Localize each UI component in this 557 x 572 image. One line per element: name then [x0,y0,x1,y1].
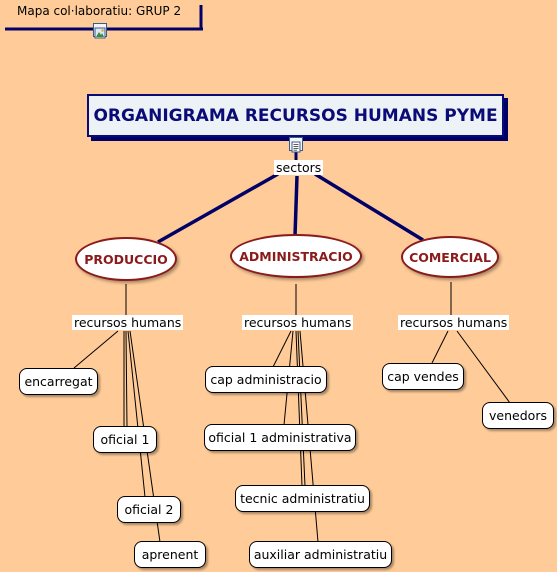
connector-rh1-oficial2 [127,330,146,498]
connector-sectors-comercial [314,172,424,242]
connector-rh1-oficial1b [125,330,128,428]
node-auxiliar-administratiu[interactable]: auxiliar administratiu [249,541,392,568]
link-label-sectors: sectors [274,160,324,175]
sector-administracio[interactable]: ADMINISTRACIO [230,234,362,278]
node-oficial-1[interactable]: oficial 1 [93,426,157,453]
connector-sectors-administracio [293,175,299,237]
node-encarregat[interactable]: encarregat [19,368,98,395]
node-cap-administracio[interactable]: cap administracio [205,366,327,393]
connector-sectors-produccio [157,172,279,244]
sector-produccio[interactable]: PRODUCCIO [75,237,177,281]
node-aprenent[interactable]: aprenent [134,541,206,568]
document-icon-graphic [291,141,301,153]
connector-rh3-venedors [456,330,511,404]
image-icon-graphic [94,27,106,39]
link-label-recursos-humans-produccio: recursos humans [72,315,184,330]
document-icon[interactable] [289,137,303,153]
link-label-recursos-humans-comercial: recursos humans [398,315,510,330]
node-oficial-1-administrativa[interactable]: oficial 1 administrativa [204,424,356,451]
image-icon[interactable] [93,23,107,39]
connector-rh2-tecnic-b [297,330,306,487]
main-title[interactable]: ORGANIGRAMA RECURSOS HUMANS PYME [87,94,504,137]
sector-comercial[interactable]: COMERCIAL [401,236,499,278]
connector-rh3-capvendes [431,330,449,364]
node-tecnic-administratiu[interactable]: tecnic administratiu [235,485,370,512]
map-header-label: Mapa col·laboratiu: GRUP 2 [17,4,182,18]
link-label-recursos-humans-administracio: recursos humans [242,315,354,330]
connector-rh2-cap [272,330,292,368]
connector-rh1-encarregat [73,330,119,369]
node-oficial-2[interactable]: oficial 2 [117,496,181,523]
connector-rh2-tecnic [295,330,303,487]
node-venedors[interactable]: venedors [482,402,554,429]
node-cap-vendes[interactable]: cap vendes [382,363,464,390]
